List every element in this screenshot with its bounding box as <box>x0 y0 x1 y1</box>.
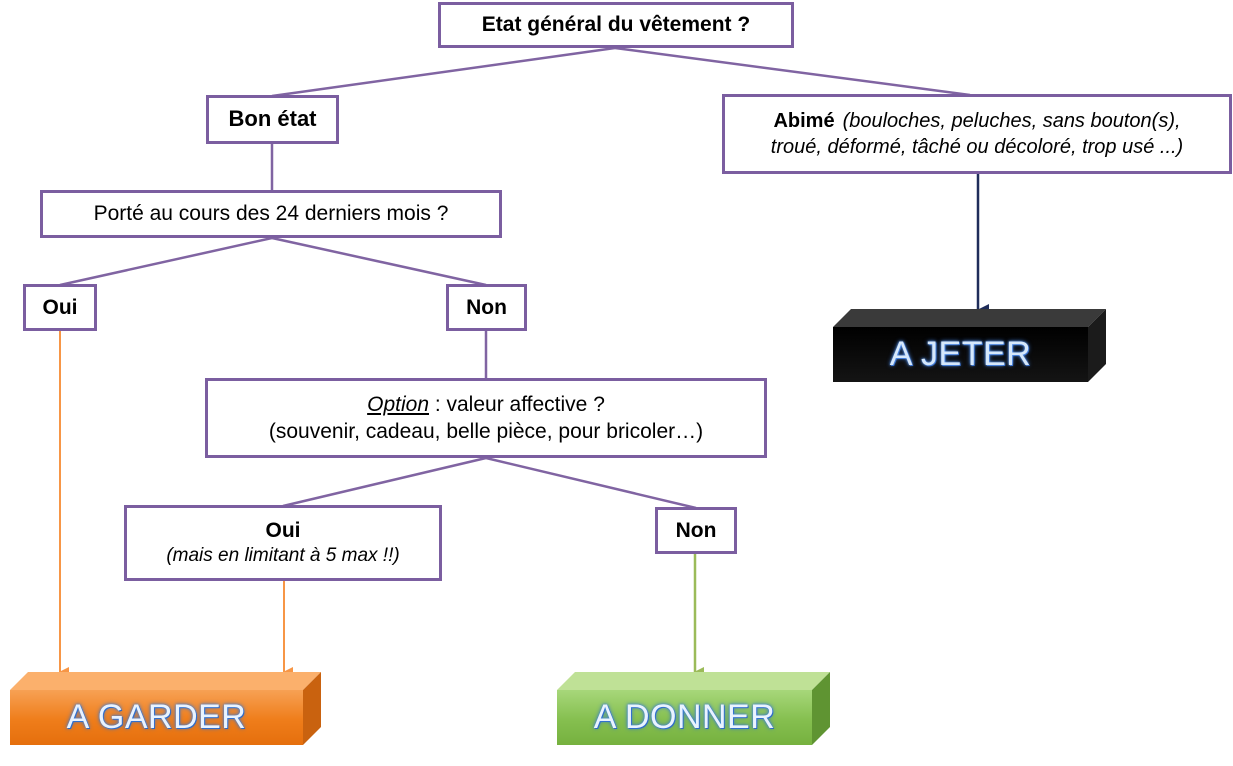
no-2-text: Non <box>675 518 717 542</box>
no-1-text: Non <box>466 295 507 319</box>
no-box-2: Non <box>655 507 737 554</box>
option-label: Option <box>367 392 429 416</box>
good-condition-text: Bon état <box>228 106 317 132</box>
no-box-1: Non <box>446 284 527 331</box>
donner-block-bevel <box>557 672 830 745</box>
yes-2-text: Oui <box>265 519 301 542</box>
yes-1-text: Oui <box>42 295 78 319</box>
yes-box-2: Oui (mais en limitant à 5 max !!) <box>124 505 442 581</box>
yes-box-1: Oui <box>23 284 97 331</box>
damaged-detail-2: troué, déformé, tâché ou décoloré, trop … <box>770 136 1184 158</box>
outcome-donner-block: A DONNER <box>557 672 830 745</box>
outcome-garder-label: A GARDER <box>10 690 303 745</box>
connector-option-no <box>485 456 697 510</box>
jeter-block-bevel <box>833 309 1106 382</box>
outcome-donner-label: A DONNER <box>557 690 812 745</box>
option-detail: (souvenir, cadeau, belle pièce, pour bri… <box>268 420 704 443</box>
damaged-detail-1: (bouloches, peluches, sans bouton(s), <box>842 110 1181 132</box>
outcome-jeter-label: A JETER <box>833 327 1088 382</box>
root-question-text: Etat général du vêtement ? <box>481 13 751 37</box>
connector-root-good <box>271 46 616 98</box>
outcome-jeter-block: A JETER <box>833 309 1106 382</box>
connector-option-yes <box>282 456 487 508</box>
damaged-title: Abimé <box>773 110 835 132</box>
outcome-garder-block: A GARDER <box>10 672 321 745</box>
damaged-box: Abimé (bouloches, peluches, sans bouton(s… <box>722 94 1232 174</box>
worn-question-box: Porté au cours des 24 derniers mois ? <box>40 190 502 238</box>
root-question-box: Etat général du vêtement ? <box>438 2 794 48</box>
good-condition-box: Bon état <box>206 95 339 144</box>
yes-2-detail: (mais en limitant à 5 max !!) <box>166 545 400 567</box>
option-question: : valeur affective ? <box>429 392 605 416</box>
connector-worn-yes <box>59 236 273 287</box>
option-box: Option : valeur affective ? (souvenir, c… <box>205 378 767 458</box>
connector-worn-no <box>271 236 487 287</box>
connector-root-damaged <box>614 46 971 97</box>
garder-block-bevel <box>10 672 321 745</box>
worn-question-text: Porté au cours des 24 derniers mois ? <box>93 202 449 226</box>
